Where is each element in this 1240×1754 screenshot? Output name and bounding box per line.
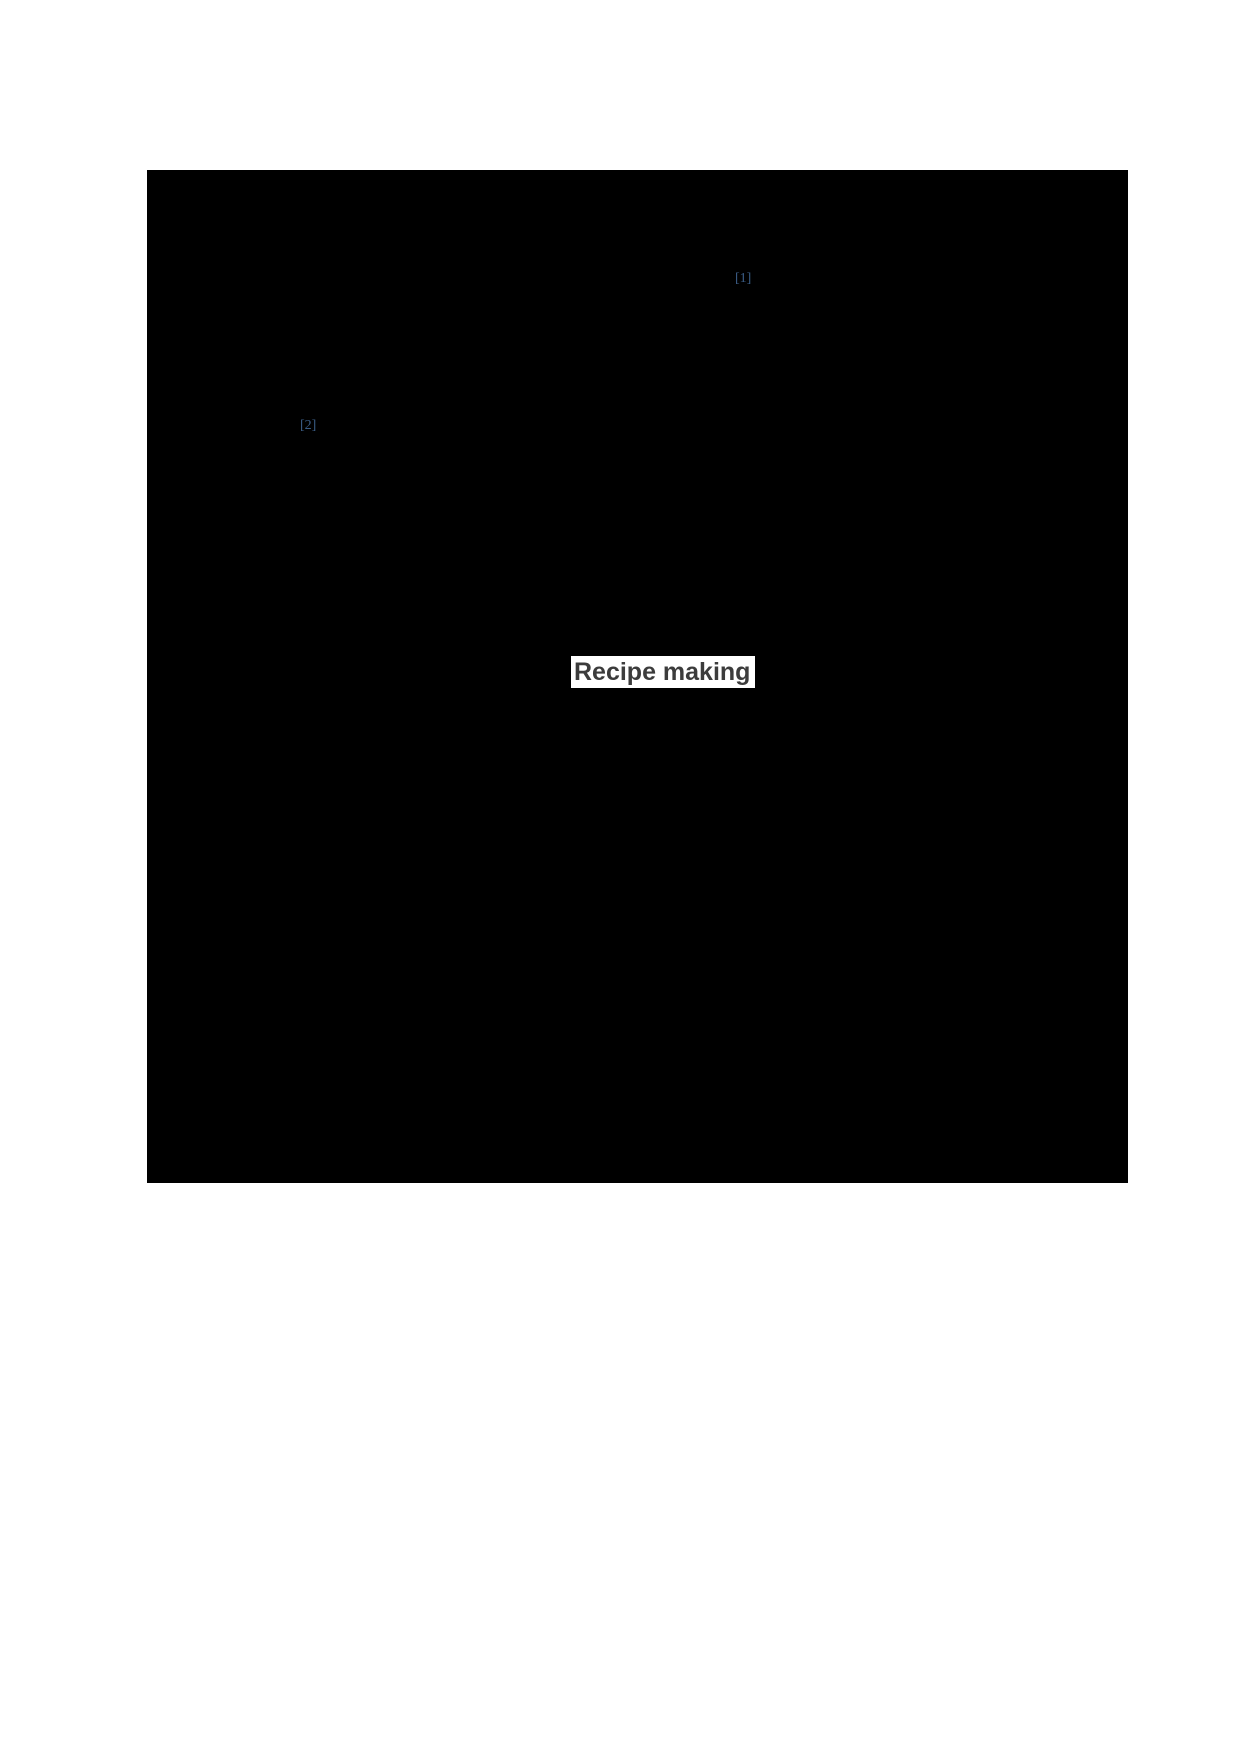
citation-link-1[interactable]: [1] xyxy=(735,271,752,286)
citation-link-2[interactable]: [2] xyxy=(300,418,317,433)
recipe-making-label-box: Recipe making xyxy=(571,656,755,688)
black-figure-area: [1] [2] Recipe making xyxy=(147,170,1128,1183)
recipe-making-label: Recipe making xyxy=(574,657,751,686)
